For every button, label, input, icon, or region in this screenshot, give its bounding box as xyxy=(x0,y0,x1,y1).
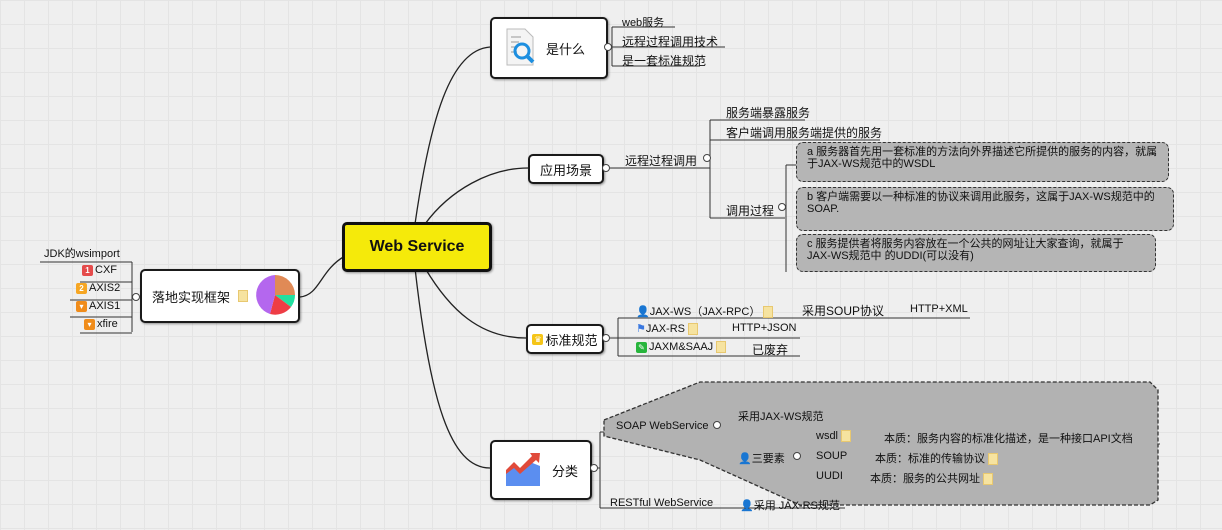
rpc-item[interactable]: 服务端暴露服务 xyxy=(726,106,811,120)
process-step-b[interactable]: b 客户端需要以一种标准的协议来调用此服务，这属于JAX-WS规范中的SOAP. xyxy=(796,187,1174,231)
process-step-a[interactable]: a 服务器首先用一套标准的方法向外界描述它所提供的服务的内容，就属于JAX-WS… xyxy=(796,142,1169,182)
topic-standards[interactable]: ♛ 标准规范 xyxy=(526,324,604,354)
person-icon: 👤 xyxy=(740,500,754,512)
collapse-toggle[interactable] xyxy=(713,421,721,429)
note-icon[interactable] xyxy=(238,290,249,302)
element-desc[interactable]: 本质：服务的公共网址 xyxy=(870,470,994,486)
element-desc[interactable]: 本质：服务内容的标准化描述，是一种接口API文档 xyxy=(884,433,1133,445)
collapse-toggle[interactable] xyxy=(778,203,786,211)
element-desc[interactable]: 本质：标准的传输协议 xyxy=(875,450,999,466)
rpc-label[interactable]: 远程过程调用 xyxy=(625,154,698,168)
note-icon[interactable] xyxy=(688,323,699,336)
standard-item[interactable]: 👤JAX-WS（JAX-RPC） xyxy=(636,303,774,319)
element-item[interactable]: wsdl xyxy=(816,430,852,443)
collapse-toggle[interactable] xyxy=(793,452,801,460)
note-icon[interactable] xyxy=(763,306,774,319)
collapse-toggle[interactable] xyxy=(602,334,610,342)
topic-scenario-label: 应用场景 xyxy=(539,162,592,178)
growth-chart-icon xyxy=(504,452,542,489)
rest-label[interactable]: RESTful WebService xyxy=(610,497,714,509)
priority-2-icon: 2 xyxy=(76,282,87,294)
elements-label[interactable]: 👤三要素 xyxy=(738,453,785,465)
person-icon: 👤 xyxy=(636,306,650,318)
collapse-toggle[interactable] xyxy=(602,164,610,172)
process-step-c[interactable]: c 服务提供者将服务内容放在一个公共的网址让大家查询，就属于JAX-WS规范中 … xyxy=(796,234,1156,272)
central-topic[interactable]: Web Service xyxy=(342,222,492,272)
standard-item[interactable]: ✎JAXM&SAAJ xyxy=(636,341,727,354)
flag-icon: ⚑ xyxy=(636,323,646,335)
standard-sub[interactable]: 采用SOUP协议 xyxy=(802,304,885,318)
collapse-toggle[interactable] xyxy=(604,43,612,51)
note-icon[interactable] xyxy=(716,341,727,354)
topic-frameworks-label: 落地实现框架 xyxy=(152,289,231,305)
note-icon[interactable] xyxy=(988,453,999,466)
rpc-item[interactable]: 客户端调用服务端提供的服务 xyxy=(726,126,883,140)
topic-scenario[interactable]: 应用场景 xyxy=(528,154,604,184)
standard-sub[interactable]: 已废弃 xyxy=(752,343,789,357)
soap-uses[interactable]: 采用JAX-WS规范 xyxy=(738,411,824,423)
framework-item[interactable]: ▾xfire xyxy=(84,318,118,330)
element-item[interactable]: UUDI xyxy=(816,470,843,482)
note-icon[interactable] xyxy=(983,473,994,486)
topic-frameworks[interactable]: 落地实现框架 xyxy=(140,269,300,323)
collapse-toggle[interactable] xyxy=(590,464,598,472)
pie-chart-icon xyxy=(254,274,296,319)
pencil-icon: ✎ xyxy=(636,341,647,353)
what-item[interactable]: web服务 xyxy=(622,17,665,29)
topic-category[interactable]: 分类 xyxy=(490,440,592,500)
note-icon[interactable] xyxy=(841,430,852,443)
standard-sub[interactable]: HTTP+JSON xyxy=(732,322,797,334)
what-item[interactable]: 远程过程调用技术 xyxy=(622,35,719,49)
trophy-icon: ♛ xyxy=(532,333,544,345)
framework-item[interactable]: ▾AXIS1 xyxy=(76,300,120,312)
document-search-icon xyxy=(504,27,538,70)
element-item[interactable]: SOUP xyxy=(816,450,848,462)
collapse-toggle[interactable] xyxy=(132,293,140,301)
process-label[interactable]: 调用过程 xyxy=(726,204,775,218)
thumbs-down-icon: ▾ xyxy=(76,300,87,312)
soap-label[interactable]: SOAP WebService xyxy=(616,420,709,432)
person-icon: 👤 xyxy=(738,453,752,465)
rest-uses[interactable]: 👤采用 JAX-RS规范 xyxy=(740,500,840,512)
priority-1-icon: 1 xyxy=(82,264,93,276)
topic-category-label: 分类 xyxy=(551,463,578,479)
collapse-toggle[interactable] xyxy=(703,154,711,162)
topic-what-label: 是什么 xyxy=(546,41,586,57)
framework-item[interactable]: JDK的wsimport xyxy=(44,248,120,260)
soap-group-callout xyxy=(603,381,1159,506)
what-item[interactable]: 是一套标准规范 xyxy=(622,54,707,68)
thumbs-down-icon: ▾ xyxy=(84,318,95,330)
central-topic-label: Web Service xyxy=(369,238,465,255)
topic-what[interactable]: 是什么 xyxy=(490,17,608,79)
standard-sub[interactable]: HTTP+XML xyxy=(910,303,968,315)
topic-standards-label: 标准规范 xyxy=(545,332,598,348)
standard-item[interactable]: ⚑JAX-RS xyxy=(636,322,699,336)
